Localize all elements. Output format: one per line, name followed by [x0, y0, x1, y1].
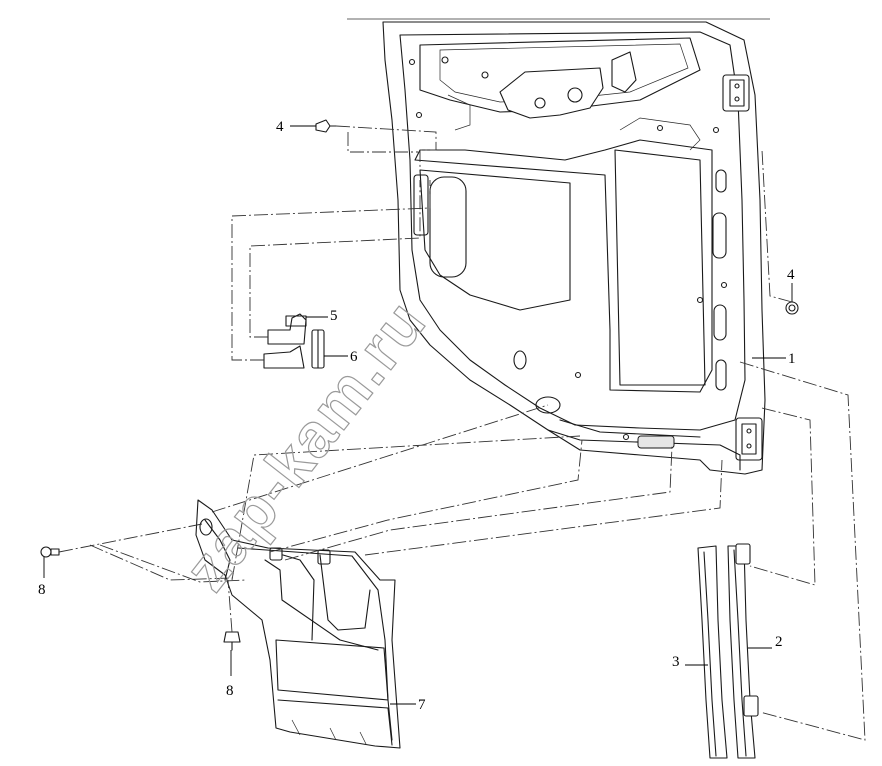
callout-label-4b: 4 [787, 267, 795, 283]
callout-4a: 4 [276, 119, 316, 135]
callout-label-7: 7 [418, 697, 426, 713]
lower-step-panel-7 [195, 499, 401, 749]
seal-strip-2 [727, 543, 759, 759]
screw-4-right [785, 301, 799, 315]
callout-label-5: 5 [330, 308, 338, 324]
callout-1: 1 [752, 351, 796, 367]
callout-2: 2 [748, 634, 783, 650]
door-frame [382, 21, 766, 475]
seal-strip-3 [697, 545, 728, 759]
bolt-8-lower [223, 631, 241, 651]
callout-label-1: 1 [788, 351, 796, 367]
callout-3: 3 [672, 654, 708, 670]
callout-4b: 4 [787, 267, 795, 302]
callout-label-3: 3 [672, 654, 680, 670]
callout-label-4a: 4 [276, 119, 284, 135]
callout-label-8a: 8 [38, 582, 46, 598]
bolt-8-left [40, 546, 60, 558]
bracket-6 [263, 329, 325, 369]
callout-8b: 8 [226, 650, 234, 699]
screw-4-upper [315, 119, 337, 133]
callout-label-6: 6 [350, 349, 358, 365]
assembly-phantom-lines [58, 125, 866, 741]
callout-5: 5 [306, 308, 338, 324]
callout-label-2: 2 [775, 634, 783, 650]
callout-6: 6 [324, 349, 358, 365]
callout-8a: 8 [38, 557, 46, 598]
callout-7: 7 [390, 697, 426, 713]
callout-label-8b: 8 [226, 683, 234, 699]
bracket-5 [267, 313, 307, 345]
